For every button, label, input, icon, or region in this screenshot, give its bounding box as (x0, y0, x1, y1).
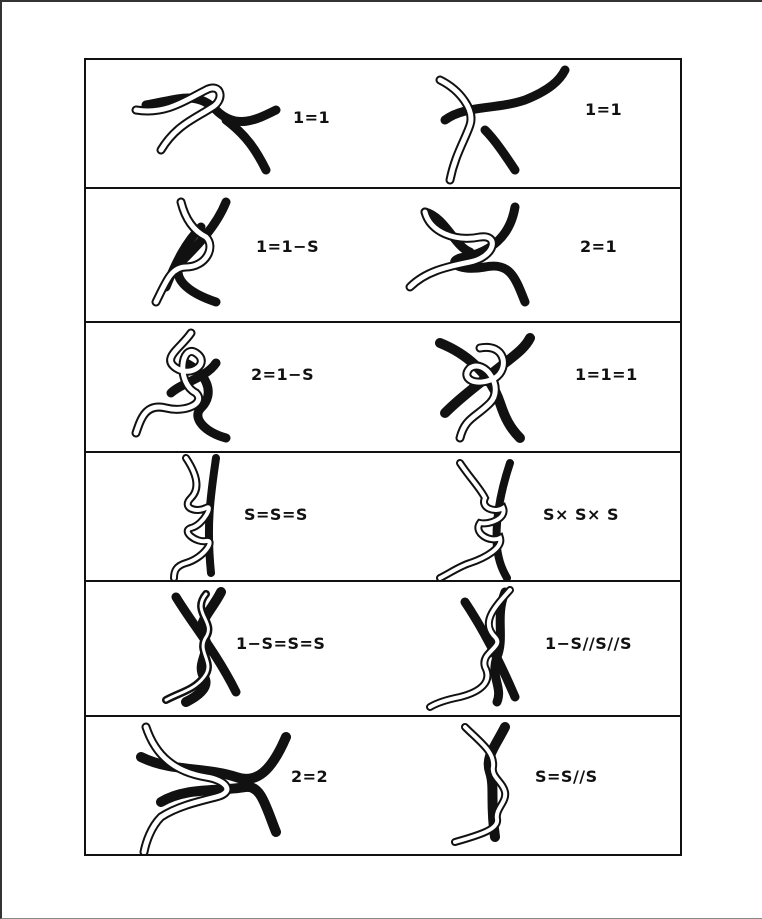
knot-cell: S=S=S (86, 453, 385, 585)
knot-s-s-s-icon (86, 453, 385, 580)
knot-cell: 2=1−S (86, 323, 385, 455)
knot-label: S=S//S (535, 767, 598, 786)
knot-2-1-s-icon (86, 323, 385, 450)
knot-label: S× S× S (543, 505, 619, 524)
knot-label: S=S=S (244, 505, 308, 524)
knot-cell: S=S//S (385, 717, 684, 849)
knot-cell: 1=1 (86, 60, 385, 192)
surgeon-knot-1-1-icon (385, 60, 684, 187)
knot-2-1-icon (385, 192, 684, 319)
knot-1-s-s-s-parallel-icon (385, 582, 684, 714)
knot-cell: 1=1 (385, 60, 684, 192)
knot-cell: 2=2 (86, 717, 385, 849)
knot-sxsxs-icon (385, 453, 684, 580)
knot-label: 1=1=1 (575, 365, 638, 384)
knot-label: 2=2 (291, 767, 328, 786)
knot-label: 1−S=S=S (236, 634, 325, 653)
knot-label: 1=1−S (256, 237, 319, 256)
knot-cell: 1−S=S=S (86, 582, 385, 714)
knot-1-1-1-icon (385, 323, 684, 450)
knot-1-1-s-icon (86, 192, 385, 319)
knot-cell: 2=1 (385, 192, 684, 324)
surgeon-knot-1-1-icon (86, 60, 385, 187)
knot-label: 1−S//S//S (545, 634, 632, 653)
knot-cell: S× S× S (385, 453, 684, 585)
knot-label: 2=1 (580, 237, 617, 256)
knot-chart: 1=1 1=1 1=1−S (84, 58, 682, 856)
knot-label: 2=1−S (251, 365, 314, 384)
knot-cell: 1−S//S//S (385, 582, 684, 714)
knot-cell: 1=1−S (86, 192, 385, 324)
knot-2-2-icon (86, 717, 385, 854)
knot-cell: 1=1=1 (385, 323, 684, 455)
knot-label: 1=1 (293, 108, 330, 127)
knot-label: 1=1 (585, 100, 622, 119)
